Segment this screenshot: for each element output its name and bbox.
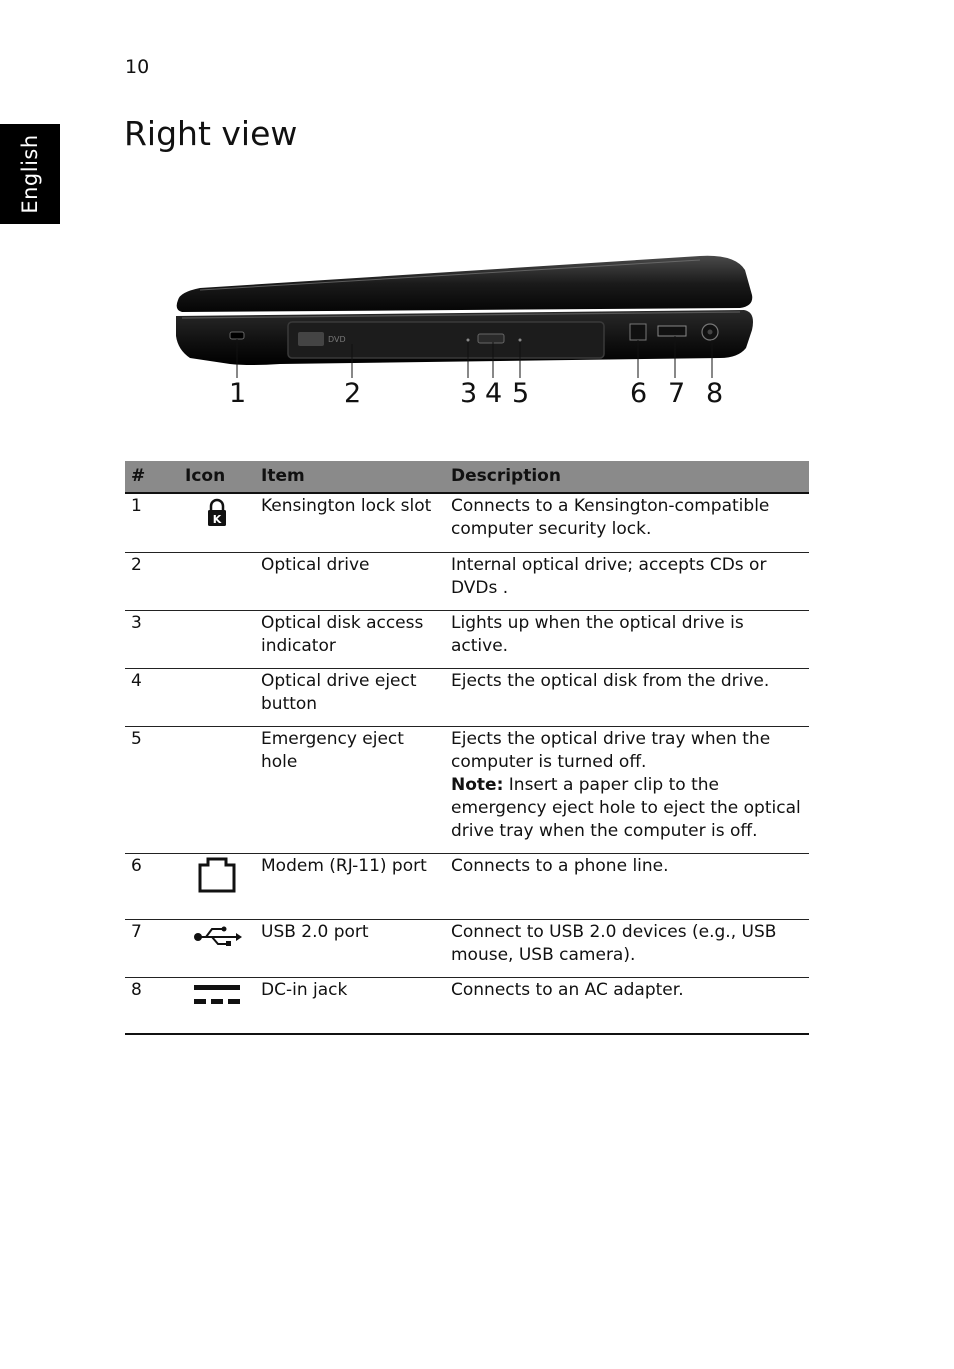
row-description: Connects to a phone line.: [445, 853, 809, 920]
kensington-lock-icon: K: [206, 497, 228, 534]
table-row: 4 Optical drive eject button Ejects the …: [125, 668, 809, 727]
dc-in-icon: [192, 981, 242, 1016]
svg-text:DVD: DVD: [328, 335, 346, 344]
row-description: Connect to USB 2.0 devices (e.g., USB mo…: [445, 919, 809, 978]
row-number: 4: [125, 668, 179, 727]
language-tab-label: English: [18, 134, 42, 214]
note-text: Insert a paper clip to the emergency eje…: [451, 774, 801, 841]
row-item: Optical disk access indicator: [255, 610, 445, 669]
callout-8: 8: [706, 378, 724, 409]
language-side-tab: English: [0, 124, 60, 224]
callout-4: 4: [485, 378, 503, 409]
row-item: Kensington lock slot: [255, 493, 445, 553]
row-item: USB 2.0 port: [255, 919, 445, 978]
row-number: 5: [125, 726, 179, 854]
row-number: 6: [125, 853, 179, 920]
laptop-side-drawing: DVD: [176, 255, 753, 378]
page-number: 10: [125, 56, 150, 78]
callout-7: 7: [668, 378, 686, 409]
ports-table: # Icon Item Description 1 K Kensington l…: [125, 461, 809, 1035]
row-number: 3: [125, 610, 179, 669]
header-description: Description: [445, 461, 809, 494]
header-number: #: [125, 461, 179, 494]
table-row: 8 DC-in jack Connects to an AC adapter.: [125, 977, 809, 1035]
row-number: 7: [125, 919, 179, 978]
row-description: Internal optical drive; accepts CDs or D…: [445, 552, 809, 611]
laptop-right-view-illustration: DVD: [160, 240, 770, 420]
header-icon: Icon: [179, 461, 255, 494]
table-row: 1 K Kensington lock slot Connects to a K…: [125, 493, 809, 553]
row-item: Modem (RJ-11) port: [255, 853, 445, 920]
row-description: Lights up when the optical drive is acti…: [445, 610, 809, 669]
table-row: 3 Optical disk access indicator Lights u…: [125, 610, 809, 669]
row-description: Ejects the optical drive tray when the c…: [451, 728, 771, 772]
row-note: Note: Insert a paper clip to the emergen…: [451, 774, 803, 843]
row-description: Connects to a Kensington-compatible comp…: [445, 493, 809, 553]
row-item: Emergency eject hole: [255, 726, 445, 854]
table-row: 2 Optical drive Internal optical drive; …: [125, 552, 809, 611]
callout-2: 2: [344, 378, 362, 409]
callout-6: 6: [630, 378, 648, 409]
header-item: Item: [255, 461, 445, 494]
page-title: Right view: [124, 114, 298, 153]
note-label: Note:: [451, 774, 504, 795]
table-header-row: # Icon Item Description: [125, 461, 809, 494]
row-item: Optical drive eject button: [255, 668, 445, 727]
svg-text:K: K: [213, 513, 222, 526]
table-row: 6 Modem (RJ-11) port Connects to a phone…: [125, 853, 809, 920]
callout-5: 5: [512, 378, 530, 409]
row-number: 1: [125, 493, 179, 553]
row-description: Ejects the optical disk from the drive.: [445, 668, 809, 727]
row-item: Optical drive: [255, 552, 445, 611]
row-description: Connects to an AC adapter.: [445, 977, 809, 1035]
table-row: 7 USB 2.0 port Connect to USB 2.0 device…: [125, 919, 809, 978]
row-number: 2: [125, 552, 179, 611]
row-item: DC-in jack: [255, 977, 445, 1035]
callout-3: 3: [460, 378, 478, 409]
table-row: 5 Emergency eject hole Ejects the optica…: [125, 726, 809, 854]
callout-1: 1: [229, 378, 247, 409]
usb-icon: [192, 923, 242, 956]
row-number: 8: [125, 977, 179, 1035]
modem-port-icon: [198, 857, 236, 900]
